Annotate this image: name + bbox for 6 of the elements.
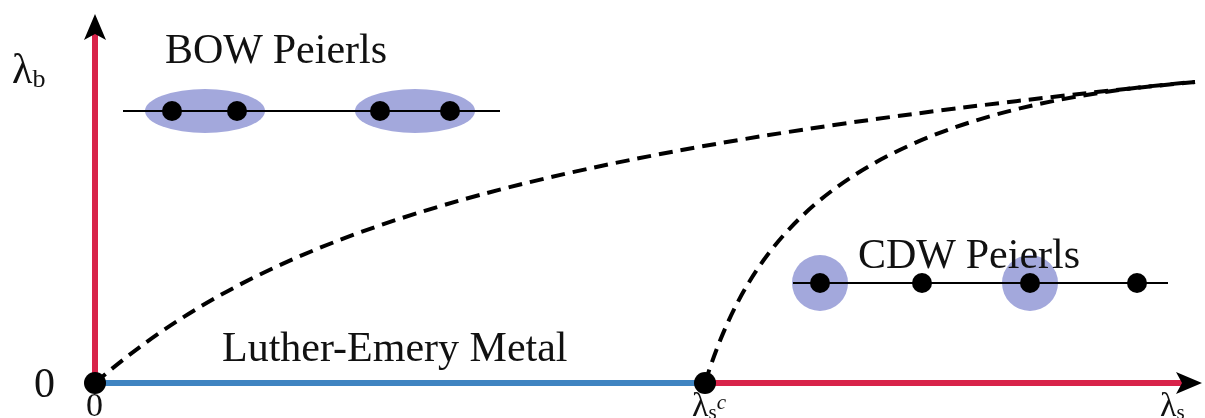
phase-label: BOW Peierls <box>165 28 388 70</box>
tick-label: 0 <box>34 362 55 404</box>
axis-label: λ$_{b}$ <box>12 48 46 90</box>
tick-label: 0 <box>86 391 103 418</box>
phase-label: Luther-Emery Metal <box>222 326 568 368</box>
phase-label: CDW Peierls <box>858 233 1081 275</box>
